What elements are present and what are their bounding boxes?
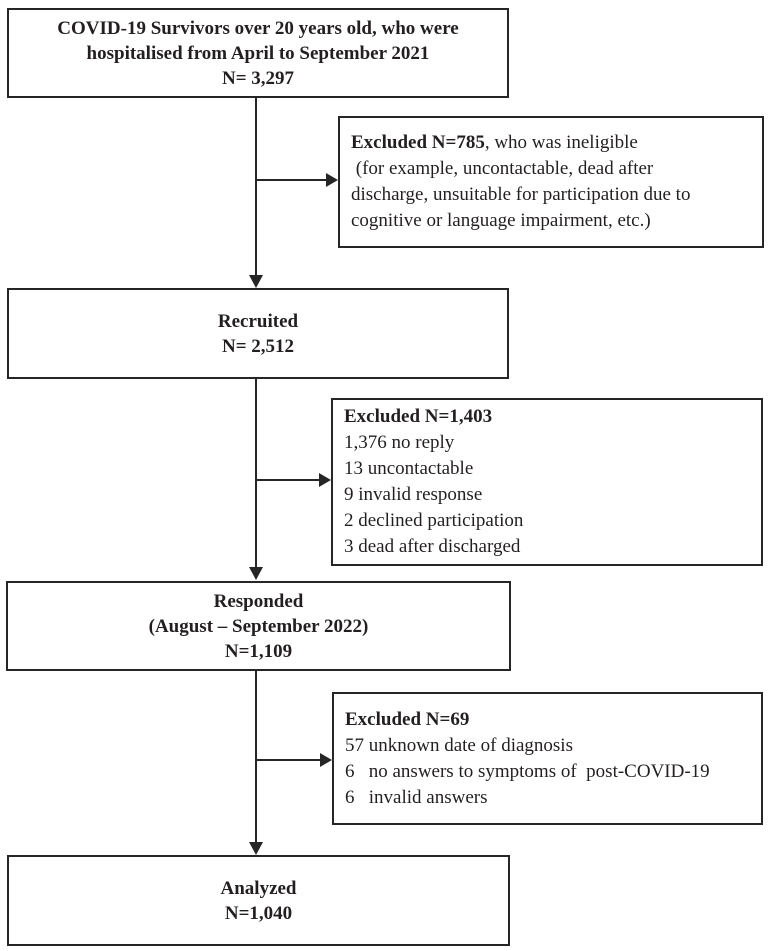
- responded-label: Responded: [213, 590, 304, 612]
- excluded-no-response-reason: 2 declined participation: [344, 510, 524, 531]
- excluded-invalid-reason: 6 invalid answers: [345, 786, 488, 808]
- excluded-no-response-reason: 1,376 no reply: [344, 432, 455, 453]
- excluded-ineligible-title-line: Excluded N=785, who was ineligible: [351, 130, 638, 156]
- excluded-no-response-box: Excluded N=1,403 1,376 no reply 13 uncon…: [331, 398, 763, 566]
- analyzed-box: Analyzed N=1,040: [7, 855, 510, 946]
- arrow-right-to-excluded-invalid-icon: [320, 753, 332, 767]
- connector-start-recruited-line: [255, 97, 257, 277]
- excluded-invalid-title: Excluded N=69: [345, 708, 470, 730]
- excluded-no-response-reason: 13 uncontactable: [344, 458, 474, 479]
- excluded-invalid-box: Excluded N=69 57 unknown date of diagnos…: [332, 692, 763, 825]
- connector-recruited-responded-line: [255, 378, 257, 568]
- responded-count: N=1,109: [224, 640, 293, 662]
- arrow-down-to-analyzed-icon: [249, 842, 263, 855]
- arrow-right-to-excluded-no-response-icon: [319, 473, 331, 487]
- recruited-label: Recruited: [217, 310, 299, 332]
- excluded-ineligible-title: Excluded N=785: [351, 132, 485, 153]
- analyzed-label: Analyzed: [220, 877, 297, 899]
- excluded-no-response-reason: 3 dead after discharged: [344, 536, 521, 557]
- excluded-ineligible-title-suffix: , who was ineligible: [484, 132, 638, 153]
- excluded-invalid-reason: 6 no answers to symptoms of post-COVID-1…: [345, 760, 710, 782]
- analyzed-count: N=1,040: [224, 902, 293, 924]
- excluded-ineligible-box: Excluded N=785, who was ineligible (for …: [338, 116, 764, 248]
- excluded-no-response-reason: 9 invalid response: [344, 484, 483, 505]
- arrow-right-to-excluded-ineligible-icon: [326, 173, 338, 187]
- recruited-box: Recruited N= 2,512: [7, 288, 509, 379]
- responded-period: (August – September 2022): [148, 615, 369, 637]
- excluded-ineligible-reason: (for example, uncontactable, dead after: [351, 158, 654, 179]
- branch-line-excluded-invalid: [255, 759, 321, 761]
- excluded-invalid-reason: 57 unknown date of diagnosis: [345, 734, 573, 756]
- arrow-down-to-recruited-icon: [249, 275, 263, 288]
- start-line-1: COVID-19 Survivors over 20 years old, wh…: [57, 17, 459, 39]
- branch-line-excluded-no-response: [255, 479, 320, 481]
- arrow-down-to-responded-icon: [249, 567, 263, 580]
- recruited-count: N= 2,512: [221, 335, 295, 357]
- excluded-ineligible-reason: cognitive or language impairment, etc.): [351, 210, 651, 231]
- responded-box: Responded (August – September 2022) N=1,…: [6, 581, 511, 671]
- connector-responded-analyzed-line: [255, 670, 257, 843]
- excluded-ineligible-reason: discharge, unsuitable for participation …: [351, 184, 691, 205]
- start-line-2: hospitalised from April to September 202…: [86, 42, 430, 64]
- excluded-no-response-title: Excluded N=1,403: [344, 406, 493, 427]
- start-population-box: COVID-19 Survivors over 20 years old, wh…: [7, 8, 509, 98]
- branch-line-excluded-ineligible: [255, 179, 327, 181]
- start-count: N= 3,297: [221, 67, 295, 89]
